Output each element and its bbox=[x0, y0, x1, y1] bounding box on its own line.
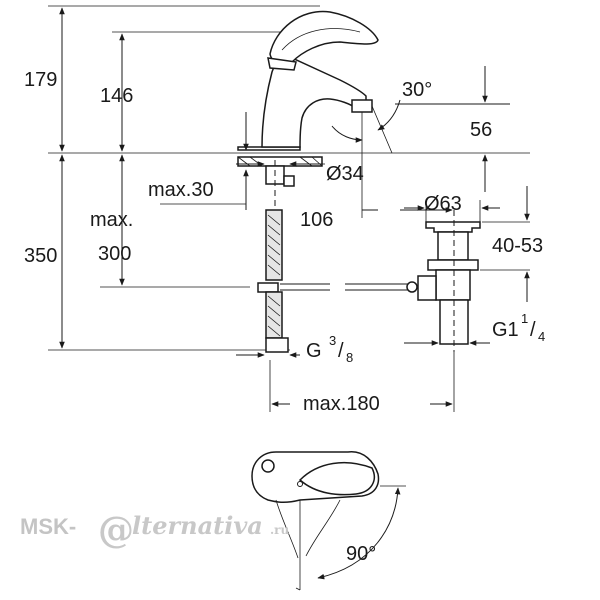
svg-text:MSK-: MSK- bbox=[20, 514, 76, 539]
svg-text:/: / bbox=[530, 319, 536, 341]
label-146: 146 bbox=[100, 85, 133, 107]
label-thread-g1-14: G1 1 / 4 bbox=[492, 311, 545, 344]
svg-text:4: 4 bbox=[538, 329, 545, 344]
dimension-max-30 bbox=[160, 112, 249, 210]
watermark-logo: MSK- @ lternativa .ru bbox=[20, 509, 290, 551]
svg-text:G: G bbox=[306, 340, 322, 362]
mounting-assembly bbox=[237, 156, 323, 212]
svg-text:@: @ bbox=[98, 509, 134, 551]
label-350: 350 bbox=[24, 245, 57, 267]
label-106: 106 bbox=[300, 209, 333, 231]
svg-text:3: 3 bbox=[329, 333, 336, 348]
label-diameter-34: Ø34 bbox=[326, 163, 364, 185]
popup-rod bbox=[280, 281, 418, 293]
lever-top-view bbox=[251, 451, 406, 591]
label-max: max. bbox=[90, 209, 133, 231]
spout-angle-30 bbox=[331, 99, 510, 154]
label-56: 56 bbox=[470, 119, 492, 141]
label-300: 300 bbox=[98, 243, 131, 265]
label-max-180: max.180 bbox=[303, 393, 380, 415]
svg-text:.ru: .ru bbox=[270, 523, 290, 537]
label-40-53: 40-53 bbox=[492, 235, 543, 257]
svg-text:G1: G1 bbox=[492, 319, 519, 341]
faucet-body bbox=[237, 10, 379, 151]
dimension-max-180 bbox=[269, 352, 455, 412]
svg-text:lternativa: lternativa bbox=[132, 511, 263, 540]
label-thread-g38: G 3 / 8 bbox=[306, 333, 353, 365]
label-max-30: max.30 bbox=[148, 179, 214, 201]
dimension-diameter-63 bbox=[404, 200, 500, 222]
svg-text:/: / bbox=[338, 340, 344, 362]
dimension-106 bbox=[361, 112, 453, 218]
label-90-degrees: 90° bbox=[346, 543, 376, 565]
dimension-40-53 bbox=[480, 186, 530, 302]
label-diameter-63: Ø63 bbox=[424, 193, 462, 215]
supply-hose bbox=[257, 209, 289, 353]
label-30-degrees: 30° bbox=[402, 79, 432, 101]
label-179: 179 bbox=[24, 69, 57, 91]
svg-text:8: 8 bbox=[346, 350, 353, 365]
waste-fitting bbox=[417, 210, 481, 352]
svg-text:1: 1 bbox=[521, 311, 528, 326]
